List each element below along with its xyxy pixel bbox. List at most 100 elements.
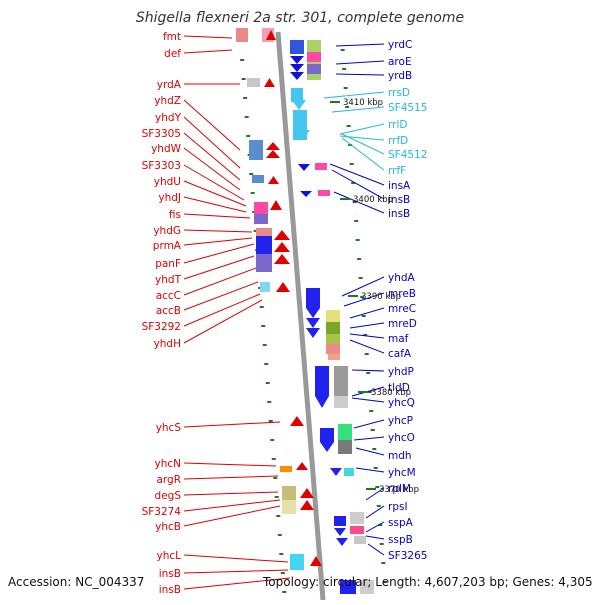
gene-label-mdh: mdh [388, 450, 412, 462]
gene-block [307, 64, 321, 74]
leader-line [355, 447, 385, 456]
gene-block [280, 466, 292, 472]
leader-line [349, 307, 385, 319]
scale-tick [372, 448, 377, 450]
leader-line [183, 213, 251, 219]
scale-tick [262, 344, 267, 346]
reverse-gene-arrow [306, 308, 320, 318]
leader-line [353, 436, 385, 441]
leader-line [335, 73, 385, 76]
leader-line [183, 99, 241, 151]
gene-block [260, 282, 270, 292]
forward-gene-arrow [296, 462, 308, 470]
gene-label-accb: accB [156, 305, 181, 317]
gene-block [328, 354, 340, 360]
gene-block [318, 190, 330, 196]
leader-line [341, 133, 385, 155]
gene-label-yhcm: yhcM [388, 467, 416, 479]
leader-line [183, 164, 245, 201]
gene-block [247, 78, 260, 87]
leader-line [183, 281, 259, 311]
scale-tick [346, 125, 351, 127]
scale-tick [370, 429, 375, 431]
gene-block [354, 536, 366, 544]
leader-line [349, 333, 385, 339]
gene-label-yhdh: yhdH [154, 338, 181, 350]
gene-block [350, 512, 364, 524]
scale-tick [363, 334, 368, 336]
gene-label-yrdc: yrdC [388, 39, 412, 51]
leader-line [365, 521, 385, 533]
leader-line [183, 293, 261, 327]
forward-gene-arrow [270, 200, 282, 210]
leader-line [341, 276, 385, 297]
leader-line [183, 229, 253, 233]
gene-label-argr: argR [156, 474, 181, 486]
gene-label-rrsd: rrsD [388, 87, 410, 99]
scale-tick [375, 486, 380, 488]
leader-line [331, 106, 385, 113]
gene-block [236, 28, 248, 42]
gene-label-sf4512: SF4512 [388, 149, 427, 161]
leader-line [183, 475, 279, 480]
scale-tick [349, 163, 354, 165]
gene-label-yhcp: yhcP [388, 415, 413, 427]
gene-block [249, 140, 263, 160]
gene-label-panf: panF [155, 258, 181, 270]
gene-block [254, 202, 268, 214]
leader-line [335, 43, 385, 47]
gene-label-yhdw: yhdW [151, 143, 182, 155]
gene-label-sf3265: SF3265 [388, 550, 427, 562]
scale-tick [264, 363, 269, 365]
scale-tick [369, 410, 374, 412]
gene-block [338, 440, 352, 454]
gene-block [256, 236, 272, 254]
map-title: Shigella flexneri 2a str. 301, complete … [136, 10, 464, 26]
gene-label-yrda: yrdA [157, 79, 182, 91]
forward-gene-arrow [276, 282, 290, 292]
leader-line [183, 421, 281, 428]
leader-line [183, 554, 289, 563]
kbp-label: 3380 kbp [371, 388, 411, 398]
scale-tick [243, 97, 248, 99]
gene-block [326, 322, 340, 334]
scale-tick [382, 581, 387, 583]
gene-label-insb: insB [159, 584, 181, 596]
scale-tick [274, 496, 279, 498]
gene-label-rrld: rrlD [388, 119, 407, 131]
gene-label-yhdj: yhdJ [158, 192, 181, 204]
scale-tick [379, 543, 384, 545]
leader-line [183, 505, 281, 527]
gene-block [254, 214, 268, 224]
gene-label-accc: accC [156, 290, 181, 302]
forward-gene-arrow [290, 416, 304, 426]
gene-label-sspb: sspB [388, 534, 413, 546]
gene-block [344, 468, 354, 476]
scale-tick [244, 116, 249, 118]
gene-block [334, 366, 348, 396]
scale-tick [261, 325, 266, 327]
scale-tick [276, 515, 281, 517]
gene-label-yhda: yhdA [388, 272, 416, 284]
gene-label-rrff: rrfF [388, 165, 406, 177]
leader-line [353, 419, 385, 429]
gene-label-yhcb: yhcB [155, 521, 181, 533]
reverse-gene-arrow [336, 538, 348, 546]
gene-label-sf3274: SF3274 [142, 506, 182, 518]
scale-tick [343, 87, 348, 89]
forward-gene-arrow [266, 150, 280, 158]
scale-tick [241, 78, 246, 80]
scale-tick [267, 401, 272, 403]
scale-tick [361, 315, 366, 317]
leader-line [339, 123, 385, 135]
leader-line [183, 116, 241, 169]
reverse-gene-arrow [290, 64, 304, 72]
leader-line [183, 491, 279, 496]
gene-label-cafa: cafA [388, 348, 412, 360]
leader-line [333, 191, 385, 214]
leader-line [331, 169, 385, 200]
scale-tick [366, 372, 371, 374]
